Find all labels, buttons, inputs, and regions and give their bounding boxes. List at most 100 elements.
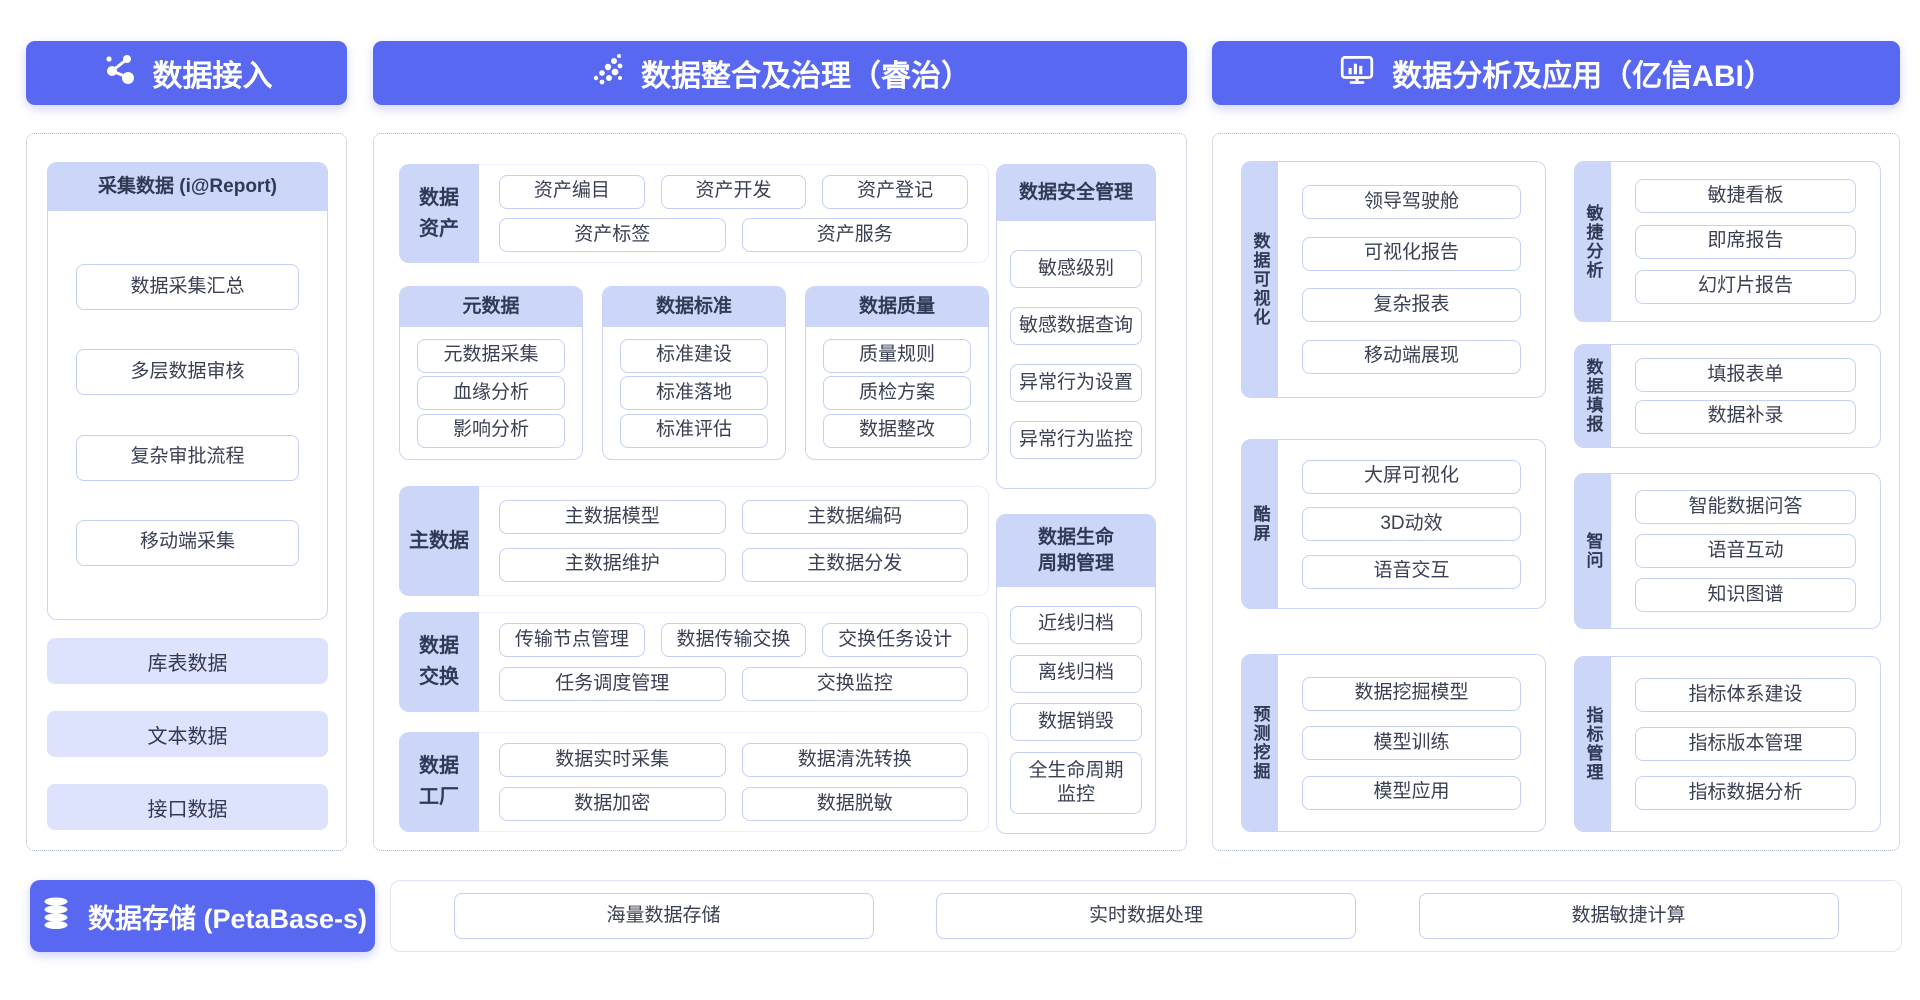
data-standard-card: 数据标准 标准建设 标准落地 标准评估: [602, 286, 786, 460]
feature-chip-metric-system-build: 指标体系建设: [1635, 678, 1856, 712]
data-governance-header[interactable]: 数据整合及治理（睿治）: [373, 41, 1187, 105]
feature-chip-sensitive-level: 敏感级别: [1010, 250, 1142, 288]
feature-chip-3d-motion: 3D动效: [1302, 507, 1521, 541]
data-visualization-card: 数据可视化 领导驾驶舱 可视化报告 复杂报表 移动端展现: [1241, 161, 1546, 398]
feature-chip-exchange-monitor: 交换监控: [741, 667, 968, 701]
feature-chip-data-supplement: 数据补录: [1635, 399, 1856, 434]
feature-chip-complex-approval: 复杂审批流程: [76, 434, 299, 481]
feature-chip-data-rectify: 数据整改: [823, 413, 971, 448]
source-bar-interface: 接口数据: [47, 784, 328, 830]
feature-chip-data-encrypt: 数据加密: [499, 787, 726, 821]
feature-chip-sensitive-query: 敏感数据查询: [1010, 307, 1142, 345]
section-data-exchange: 数据 交换 传输节点管理 数据传输交换 交换任务设计 任务调度管理 交换监控: [399, 612, 989, 712]
feature-chip-metadata-collect: 元数据采集: [417, 338, 565, 373]
ireport-card: 采集数据 (i@Report) 数据采集汇总 多层数据审核 复杂审批流程 移动端…: [47, 162, 328, 620]
feature-chip-smart-qa: 智能数据问答: [1635, 490, 1856, 524]
feature-chip-adhoc-report: 即席报告: [1635, 224, 1856, 259]
data-lifecycle-card-title: 数据生命 周期管理: [997, 515, 1155, 587]
feature-chip-asset-tag: 资产标签: [499, 218, 726, 253]
section-data-asset: 数据 资产 资产编目 资产开发 资产登记 资产标签 资产服务: [399, 164, 989, 263]
feature-chip-master-model: 主数据模型: [499, 500, 726, 535]
monitor-chart-icon: [1338, 50, 1376, 96]
metadata-card-title: 元数据: [400, 287, 582, 327]
feature-chip-visual-report: 可视化报告: [1302, 236, 1521, 271]
data-storage-button[interactable]: 数据存储 (PetaBase-s): [30, 880, 375, 952]
feature-chip-task-schedule-mgmt: 任务调度管理: [499, 667, 726, 701]
data-storage-button-label: 数据存储 (PetaBase-s): [87, 903, 368, 934]
data-analysis-header[interactable]: 数据分析及应用（亿信ABI）: [1212, 41, 1900, 105]
feature-chip-impact-analysis: 影响分析: [417, 413, 565, 448]
data-governance-panel: 数据 资产 资产编目 资产开发 资产登记 资产标签 资产服务 元数据 元数据采集…: [373, 133, 1187, 851]
feature-chip-agile-board: 敏捷看板: [1635, 179, 1856, 214]
section-data-asset-label: 数据 资产: [399, 164, 479, 263]
data-lifecycle-card: 数据生命 周期管理 近线归档 离线归档 数据销毁 全生命周期 监控: [996, 514, 1156, 834]
predictive-mining-card-label: 预测挖掘: [1242, 655, 1278, 831]
cool-screen-card-label: 酷屏: [1242, 440, 1278, 608]
feature-chip-quality-check-plan: 质检方案: [823, 376, 971, 410]
predictive-mining-card: 预测挖掘 数据挖掘模型 模型训练 模型应用: [1241, 654, 1546, 832]
metadata-card: 元数据 元数据采集 血缘分析 影响分析: [399, 286, 583, 460]
feature-chip-standard-landing: 标准落地: [620, 376, 768, 410]
feature-chip-lineage-analysis: 血缘分析: [417, 376, 565, 410]
section-data-factory-label: 数据 工厂: [399, 732, 479, 832]
feature-chip-agile-computing: 数据敏捷计算: [1418, 893, 1839, 939]
agile-analysis-card: 敏捷分析 敏捷看板 即席报告 幻灯片报告: [1574, 161, 1881, 322]
metric-management-card: 指标管理 指标体系建设 指标版本管理 指标数据分析: [1574, 656, 1881, 832]
feature-chip-multilevel-audit: 多层数据审核: [76, 349, 299, 396]
feature-chip-model-training: 模型训练: [1302, 726, 1521, 760]
feature-chip-master-encode: 主数据编码: [741, 500, 968, 535]
feature-chip-mobile-collect: 移动端采集: [76, 519, 299, 566]
data-security-card: 数据安全管理 敏感级别 敏感数据查询 异常行为设置 异常行为监控: [996, 164, 1156, 489]
feature-chip-complex-report: 复杂报表: [1302, 288, 1521, 323]
agile-analysis-card-label: 敏捷分析: [1575, 162, 1611, 321]
section-master-data: 主数据 主数据模型 主数据编码 主数据维护 主数据分发: [399, 486, 989, 596]
feature-chip-asset-service: 资产服务: [741, 218, 968, 253]
share-network-icon: [101, 51, 137, 95]
feature-chip-abnormal-config: 异常行为设置: [1010, 364, 1142, 402]
feature-chip-asset-develop: 资产开发: [660, 174, 807, 209]
feature-chip-standard-build: 标准建设: [620, 338, 768, 373]
data-analysis-panel: 数据可视化 领导驾驶舱 可视化报告 复杂报表 移动端展现 酷屏 大屏可视化 3D…: [1212, 133, 1900, 851]
data-access-panel: 采集数据 (i@Report) 数据采集汇总 多层数据审核 复杂审批流程 移动端…: [26, 133, 347, 851]
data-quality-card-title: 数据质量: [806, 287, 988, 327]
data-access-header-label: 数据接入: [152, 60, 273, 93]
feature-chip-clean-transform: 数据清洗转换: [741, 743, 968, 777]
feature-chip-data-mask: 数据脱敏: [741, 787, 968, 821]
feature-chip-bigscreen-visual: 大屏可视化: [1302, 459, 1521, 494]
source-bar-db-table: 库表数据: [47, 638, 328, 684]
feature-chip-exchange-task-design: 交换任务设计: [822, 623, 969, 657]
data-filling-card: 数据填报 填报表单 数据补录: [1574, 344, 1881, 448]
feature-chip-voice-interact: 语音互动: [1635, 534, 1856, 568]
feature-chip-standard-evaluate: 标准评估: [620, 413, 768, 448]
feature-chip-voice-interaction: 语音交互: [1302, 554, 1521, 589]
feature-chip-data-collect-summary: 数据采集汇总: [76, 264, 299, 311]
feature-chip-asset-catalog: 资产编目: [499, 174, 645, 209]
feature-chip-data-destroy: 数据销毁: [1010, 703, 1142, 742]
data-governance-header-label: 数据整合及治理（睿治）: [641, 60, 971, 93]
feature-chip-mobile-display: 移动端展现: [1302, 339, 1521, 374]
data-standard-card-title: 数据标准: [603, 287, 785, 327]
feature-chip-leader-cockpit: 领导驾驶舱: [1302, 185, 1521, 220]
feature-chip-master-maintain: 主数据维护: [499, 547, 726, 582]
section-master-data-label: 主数据: [399, 486, 479, 596]
source-bar-text: 文本数据: [47, 711, 328, 757]
feature-chip-quality-rule: 质量规则: [823, 338, 971, 373]
feature-chip-massive-storage: 海量数据存储: [453, 893, 874, 939]
feature-chip-model-apply: 模型应用: [1302, 775, 1521, 810]
storage-capability-box: 海量数据存储 实时数据处理 数据敏捷计算: [390, 880, 1902, 952]
data-access-header[interactable]: 数据接入: [26, 41, 347, 105]
smart-ask-card-label: 智问: [1575, 474, 1611, 628]
feature-chip-nearline-archive: 近线归档: [1010, 605, 1142, 644]
data-security-card-title: 数据安全管理: [997, 165, 1155, 221]
feature-chip-realtime-collect: 数据实时采集: [499, 743, 726, 777]
scatter-dots-icon: [589, 51, 625, 95]
cool-screen-card: 酷屏 大屏可视化 3D动效 语音交互: [1241, 439, 1546, 609]
ireport-card-title: 采集数据 (i@Report): [48, 163, 327, 211]
metric-management-card-label: 指标管理: [1575, 657, 1611, 831]
feature-chip-transfer-node-mgmt: 传输节点管理: [499, 623, 645, 657]
section-data-factory: 数据 工厂 数据实时采集 数据清洗转换 数据加密 数据脱敏: [399, 732, 989, 832]
feature-chip-slide-report: 幻灯片报告: [1635, 269, 1856, 304]
data-analysis-header-label: 数据分析及应用（亿信ABI）: [1392, 60, 1774, 93]
feature-chip-mining-model: 数据挖掘模型: [1302, 676, 1521, 711]
